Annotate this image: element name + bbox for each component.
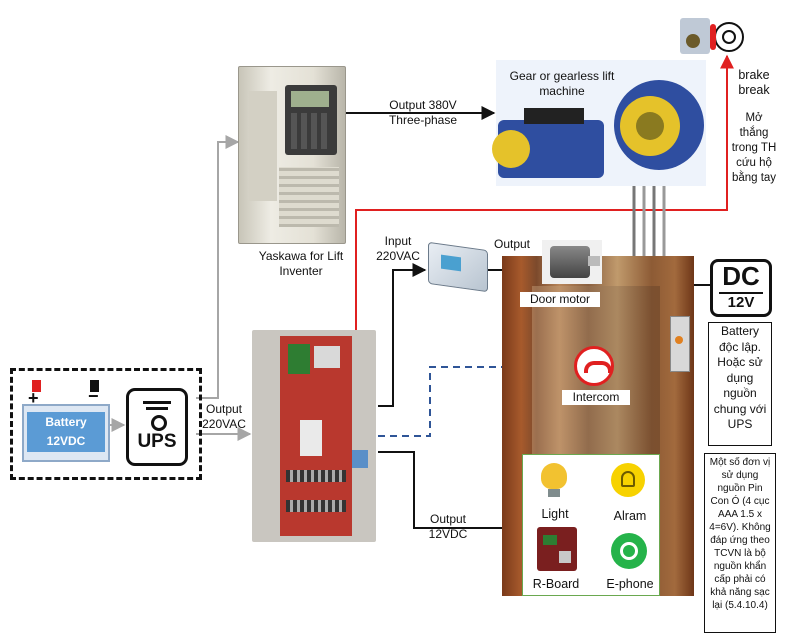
battery-plus: +: [28, 388, 39, 408]
intercom-label: Intercom: [562, 390, 630, 405]
brake-caption: brake break: [738, 68, 770, 97]
rboard-label: R-Board: [532, 577, 580, 591]
ephone-icon: [611, 533, 647, 569]
door-input-label: Input 220VAC: [376, 234, 420, 263]
ephone-label: E-phone: [606, 577, 654, 591]
brake-note: Mở thắng trong TH cứu hộ bằng tay: [731, 112, 777, 184]
light-label: Light: [541, 507, 569, 521]
door-motor: [542, 240, 602, 284]
controller-cabinet-image: [252, 330, 376, 542]
wire-controller-door: [378, 263, 427, 407]
door-output-label: Output: [493, 237, 531, 251]
alarm-label: Alram: [613, 509, 647, 523]
dc-note: Battery độc lập. Hoặc sử dụng nguồn chun…: [708, 322, 772, 446]
wire-controller-devices: [378, 451, 522, 535]
battery-label: Battery 12VDC: [27, 412, 105, 452]
door-motor-label: Door motor: [520, 292, 600, 307]
door-controller-box: [428, 241, 488, 293]
ups-label: UPS: [137, 431, 177, 452]
wire-controller-brake: [355, 54, 734, 330]
machine-panel: [492, 60, 706, 186]
warning-note: Một số đơn vị sử dụng nguồn Pin Con Ó (4…: [704, 453, 776, 633]
power-source-group: [10, 368, 202, 480]
inverter-output-label: Output 380V Three-phase: [388, 98, 458, 127]
dc-12v-icon: DC 12V: [710, 259, 772, 317]
wire-ups-inverter: [196, 135, 240, 399]
intercom-icon: [574, 346, 614, 386]
ups-unit: UPS: [126, 388, 188, 466]
rboard-icon: [537, 527, 577, 571]
dc-label: DC: [722, 261, 760, 291]
machine-caption: Gear or gearless lift machine: [509, 69, 615, 98]
brake-image: [674, 14, 746, 58]
wire-controller-intercom: [378, 360, 575, 437]
output-12vdc-label: Output 12VDC: [428, 512, 468, 541]
battery: + − Battery 12VDC: [22, 380, 110, 462]
battery-minus: −: [88, 386, 99, 406]
devices-panel: Light Alram R-Board E-phone: [522, 454, 660, 596]
inverter-caption: Yaskawa for Lift Inventer: [258, 249, 344, 278]
ups-output-label: Output 220VAC: [202, 402, 246, 431]
dc-voltage-label: 12V: [727, 294, 755, 311]
light-icon: [541, 463, 567, 497]
inverter-image: [238, 66, 346, 244]
alarm-icon: [611, 463, 645, 497]
